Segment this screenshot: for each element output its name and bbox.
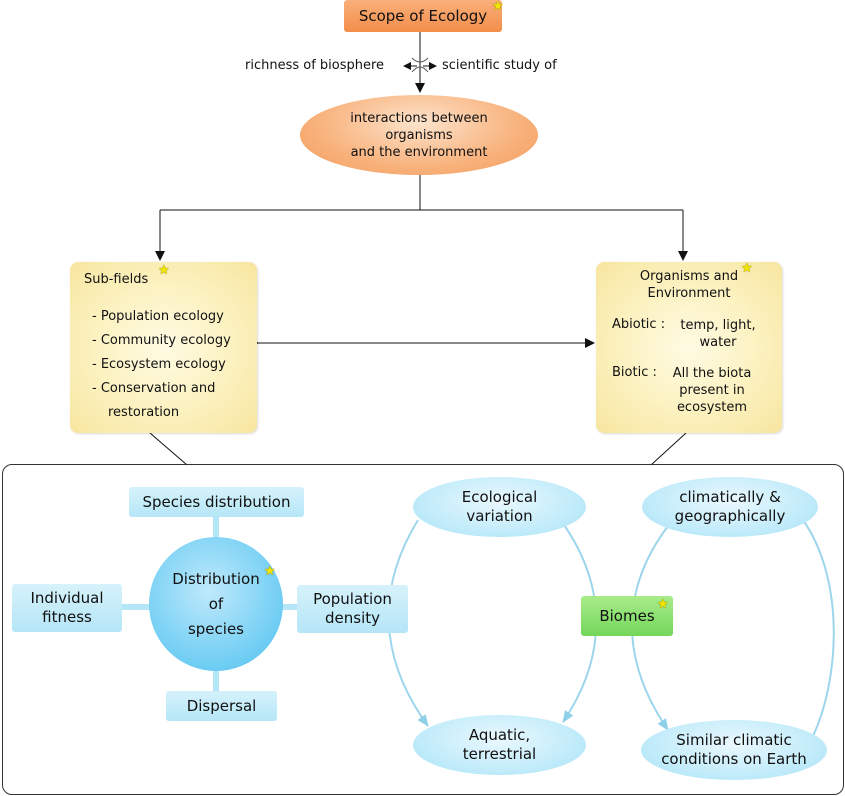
climatic-line1: climatically & — [679, 488, 781, 506]
climatic-line2: geographically — [674, 507, 786, 525]
interactions-line1: interactions between — [350, 110, 488, 126]
individual-fitness-line2: fitness — [42, 608, 92, 626]
biotic-label: Biotic : — [612, 365, 657, 380]
climatic-geographic-ellipse: climatically & geographically — [642, 477, 818, 537]
aquatic-line2: terrestrial — [462, 745, 537, 763]
dispersal-box: Dispersal — [166, 691, 277, 721]
subfield-item: restoration — [108, 405, 180, 420]
bottom-panel — [2, 464, 844, 795]
subfields-to-panel — [149, 432, 188, 466]
ecological-variation-line1: Ecological — [461, 488, 538, 506]
population-density-line2: density — [325, 609, 380, 627]
abiotic-line1: temp, light, — [680, 318, 756, 333]
species-distribution-box: Species distribution — [129, 487, 304, 517]
star-icon: ★ — [657, 597, 669, 612]
subfield-item: - Conservation and — [92, 381, 216, 396]
star-icon: ★ — [158, 263, 170, 278]
subfields-heading: Sub-fields — [84, 272, 149, 287]
distribution-line2: of — [208, 594, 224, 613]
aquatic-line1: Aquatic, — [468, 726, 531, 744]
similar-line1: Similar climatic — [676, 731, 792, 749]
subfield-item: - Community ecology — [92, 333, 231, 348]
orgenv-heading-line1: Organisms and — [639, 269, 739, 284]
ecological-variation-line2: variation — [466, 507, 533, 525]
cross-curve — [411, 57, 429, 73]
individual-fitness-box: Individual fitness — [12, 584, 122, 632]
population-density-box: Population density — [297, 585, 408, 633]
similar-climatic-conditions-ellipse: Similar climatic conditions on Earth — [641, 720, 827, 780]
distribution-line3: species — [187, 619, 244, 638]
subfield-item: - Ecosystem ecology — [92, 357, 226, 372]
arc-climatic-to-similar-right — [802, 519, 835, 739]
orgenv-heading-line2: Environment — [647, 286, 731, 301]
biotic-line1: All the biota — [672, 366, 752, 381]
population-density-line1: Population — [313, 590, 392, 608]
species-distribution-text: Species distribution — [142, 492, 291, 511]
distribution-of-species-circle: Distribution of species — [149, 537, 283, 671]
scientific-study-label: scientific study of — [442, 58, 557, 73]
richness-label: richness of biosphere — [245, 58, 385, 73]
interactions-line3: and the environment — [350, 144, 488, 160]
ecological-variation-ellipse: Ecological variation — [413, 477, 586, 537]
star-icon: ★ — [741, 261, 753, 276]
abiotic-line2: water — [699, 335, 737, 350]
star-icon: ★ — [492, 0, 504, 14]
subfield-item: - Population ecology — [92, 309, 224, 324]
subfields-card: Sub-fields - Population ecology - Commun… — [70, 262, 257, 433]
abiotic-label: Abiotic : — [612, 317, 666, 332]
similar-line2: conditions on Earth — [661, 750, 807, 768]
biomes-text: Biomes — [599, 607, 655, 625]
interactions-ellipse: interactions between organisms and the e… — [300, 95, 538, 175]
biotic-line2: present in — [679, 383, 745, 398]
individual-fitness-line1: Individual — [30, 589, 104, 607]
orgenv-to-panel — [650, 432, 687, 466]
biomes-box: Biomes — [581, 596, 673, 636]
distribution-line1: Distribution — [172, 569, 260, 588]
interactions-line2: organisms — [385, 127, 453, 143]
aquatic-terrestrial-ellipse: Aquatic, terrestrial — [413, 715, 586, 775]
organisms-environment-card: Organisms and Environment Abiotic : temp… — [596, 262, 782, 433]
dispersal-text: Dispersal — [186, 696, 257, 715]
title-text: Scope of Ecology — [358, 7, 488, 25]
scope-of-ecology-title: Scope of Ecology — [344, 0, 502, 32]
biotic-line3: ecosystem — [676, 400, 748, 415]
star-icon: ★ — [264, 564, 276, 579]
